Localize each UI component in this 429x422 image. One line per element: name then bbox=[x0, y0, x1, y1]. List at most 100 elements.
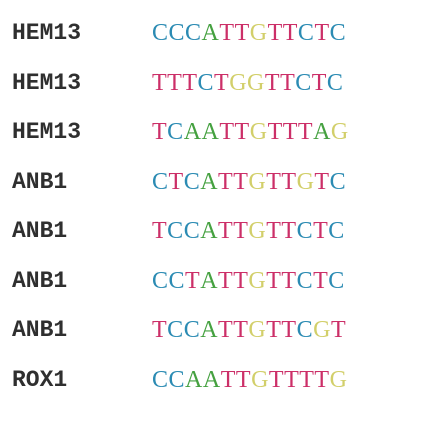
nucleotide-t: T bbox=[266, 267, 282, 294]
nucleotide-c: C bbox=[152, 168, 169, 195]
alignment-row: ANB1 TCCATTGTTCTC bbox=[0, 208, 429, 254]
nucleotide-t: T bbox=[284, 366, 300, 393]
nucleotide-t: T bbox=[214, 69, 230, 96]
nucleotide-c: C bbox=[183, 317, 201, 343]
alignment-row: ANB1 CCTATTGTTCTC bbox=[0, 258, 429, 304]
alignment-row: HEM13 TCAATTGTTTAG bbox=[0, 109, 429, 155]
sequence: CCTATTGTTCTC bbox=[152, 258, 345, 304]
nucleotide-t: T bbox=[313, 218, 329, 244]
nucleotide-t: T bbox=[314, 168, 330, 195]
nucleotide-t: T bbox=[152, 317, 168, 343]
nucleotide-t: T bbox=[281, 317, 297, 343]
nucleotide-c: C bbox=[296, 218, 314, 244]
nucleotide-g: G bbox=[248, 317, 267, 343]
nucleotide-t: T bbox=[268, 366, 285, 393]
nucleotide-c: C bbox=[183, 168, 201, 195]
nucleotide-t: T bbox=[267, 20, 283, 46]
nucleotide-t: T bbox=[267, 119, 283, 145]
sequence: TCCATTGTTCTC bbox=[152, 208, 345, 254]
nucleotide-t: T bbox=[233, 267, 249, 294]
nucleotide-t: T bbox=[266, 317, 282, 343]
nucleotide-t: T bbox=[282, 20, 298, 46]
nucleotide-c: C bbox=[197, 69, 215, 96]
alignment-row: ANB1 TCCATTGTTCGT bbox=[0, 307, 429, 353]
sequence: CCCATTGTTCTC bbox=[152, 10, 346, 56]
alignment-row: ROX1 CCAATTGTTTTG bbox=[0, 357, 429, 403]
nucleotide-g: G bbox=[329, 366, 348, 393]
nucleotide-t: T bbox=[281, 218, 297, 244]
nucleotide-g: G bbox=[251, 366, 269, 393]
nucleotide-c: C bbox=[152, 366, 169, 393]
nucleotide-t: T bbox=[233, 218, 249, 244]
nucleotide-t: T bbox=[185, 267, 201, 294]
nucleotide-t: T bbox=[234, 20, 250, 46]
nucleotide-t: T bbox=[313, 267, 329, 294]
nucleotide-t: T bbox=[281, 267, 297, 294]
nucleotide-t: T bbox=[152, 218, 168, 244]
nucleotide-t: T bbox=[167, 69, 183, 96]
nucleotide-t: T bbox=[233, 168, 249, 195]
nucleotide-a: A bbox=[202, 366, 221, 393]
nucleotide-g: G bbox=[330, 119, 349, 145]
nucleotide-t: T bbox=[152, 119, 168, 145]
gene-label: ROX1 bbox=[12, 366, 68, 393]
gene-label: HEM13 bbox=[12, 69, 82, 96]
nucleotide-c: C bbox=[168, 366, 186, 393]
nucleotide-g: G bbox=[313, 317, 331, 343]
gene-label: ANB1 bbox=[12, 168, 68, 195]
nucleotide-t: T bbox=[218, 218, 234, 244]
nucleotide-c: C bbox=[295, 69, 312, 96]
nucleotide-c: C bbox=[168, 267, 186, 294]
nucleotide-g: G bbox=[248, 218, 267, 244]
nucleotide-a: A bbox=[200, 317, 219, 343]
nucleotide-a: A bbox=[201, 119, 220, 145]
nucleotide-g: G bbox=[249, 119, 268, 145]
nucleotide-t: T bbox=[233, 317, 249, 343]
gene-label: HEM13 bbox=[12, 119, 82, 145]
nucleotide-a: A bbox=[201, 20, 220, 46]
nucleotide-t: T bbox=[168, 168, 184, 195]
nucleotide-a: A bbox=[200, 168, 219, 195]
nucleotide-t: T bbox=[330, 317, 347, 343]
nucleotide-g: G bbox=[229, 69, 248, 96]
nucleotide-c: C bbox=[167, 119, 184, 145]
nucleotide-a: A bbox=[200, 267, 219, 294]
nucleotide-c: C bbox=[329, 168, 347, 195]
nucleotide-t: T bbox=[282, 119, 298, 145]
nucleotide-c: C bbox=[296, 267, 314, 294]
nucleotide-g: G bbox=[249, 20, 268, 46]
nucleotide-t: T bbox=[218, 267, 234, 294]
nucleotide-t: T bbox=[234, 119, 250, 145]
nucleotide-a: A bbox=[200, 218, 219, 244]
alignment-row: HEM13 TTTCTGGTTCTC bbox=[0, 60, 429, 106]
nucleotide-t: T bbox=[297, 119, 314, 145]
nucleotide-t: T bbox=[266, 168, 282, 195]
nucleotide-t: T bbox=[152, 69, 168, 96]
nucleotide-t: T bbox=[281, 168, 297, 195]
sequence: TTTCTGGTTCTC bbox=[152, 60, 343, 106]
nucleotide-a: A bbox=[183, 119, 202, 145]
nucleotide-g: G bbox=[248, 168, 267, 195]
nucleotide-a: A bbox=[185, 366, 203, 393]
nucleotide-t: T bbox=[219, 20, 235, 46]
nucleotide-t: T bbox=[264, 69, 281, 96]
nucleotide-t: T bbox=[311, 69, 327, 96]
nucleotide-a: A bbox=[313, 119, 331, 145]
sequence: CTCATTGTTGTC bbox=[152, 159, 346, 205]
nucleotide-t: T bbox=[235, 366, 252, 393]
alignment-row: ANB1 CTCATTGTTGTC bbox=[0, 159, 429, 205]
nucleotide-c: C bbox=[183, 218, 201, 244]
nucleotide-c: C bbox=[185, 20, 202, 46]
nucleotide-c: C bbox=[329, 20, 347, 46]
nucleotide-g: G bbox=[296, 168, 315, 195]
nucleotide-c: C bbox=[328, 267, 345, 294]
nucleotide-t: T bbox=[219, 119, 235, 145]
nucleotide-g: G bbox=[248, 267, 267, 294]
nucleotide-t: T bbox=[280, 69, 296, 96]
nucleotide-c: C bbox=[152, 20, 169, 46]
nucleotide-t: T bbox=[182, 69, 198, 96]
nucleotide-g: G bbox=[247, 69, 265, 96]
nucleotide-t: T bbox=[218, 168, 234, 195]
sequence: TCCATTGTTCGT bbox=[152, 307, 346, 353]
